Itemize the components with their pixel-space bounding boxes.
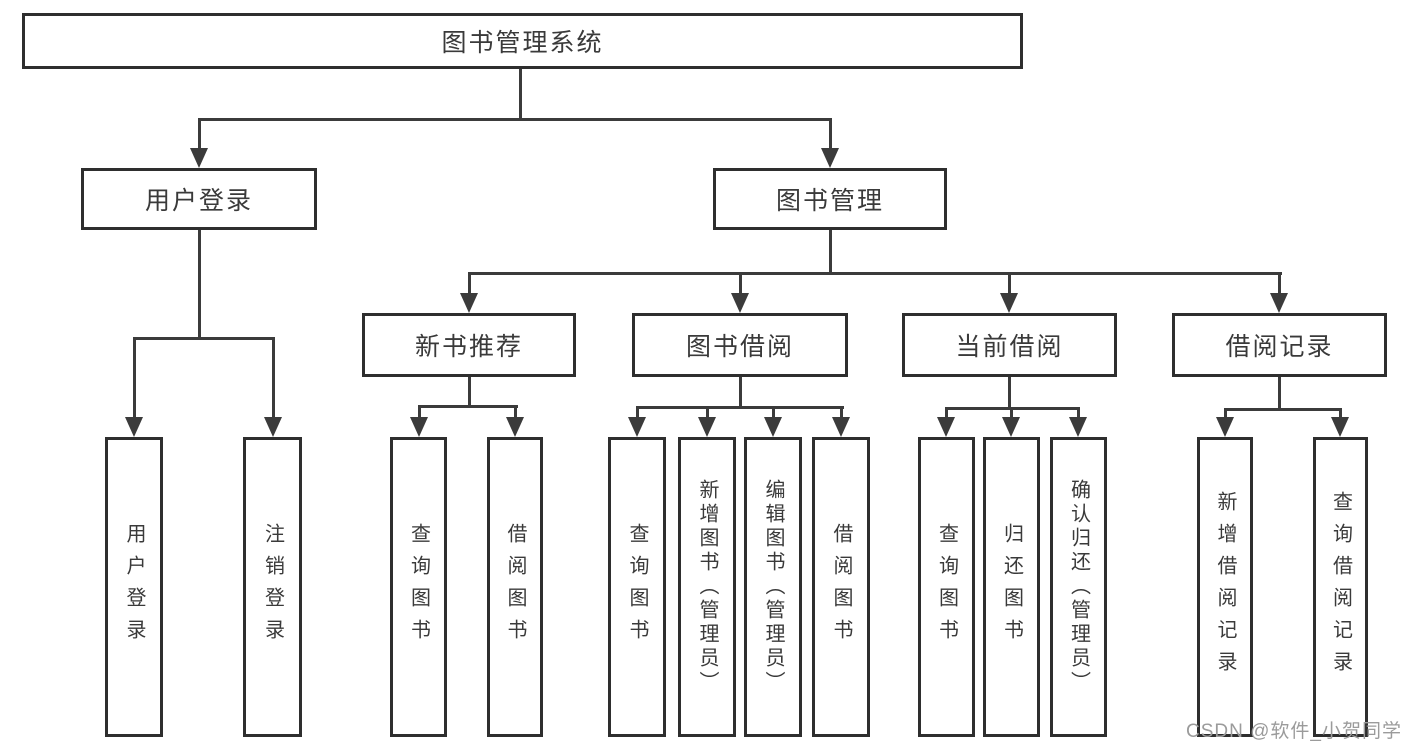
arrowhead-down bbox=[937, 417, 955, 437]
connector-segment bbox=[636, 406, 639, 419]
node-book-management: 图书管理 bbox=[713, 168, 947, 230]
connector-segment bbox=[829, 230, 832, 272]
connector-segment bbox=[1224, 408, 1342, 411]
leaf-query-books-borrowing: 查询图书 bbox=[608, 437, 666, 737]
arrowhead-down bbox=[506, 417, 524, 437]
leaf-query-books-current: 查询图书 bbox=[918, 437, 975, 737]
leaf-add-book-admin-label: 新增图书（管理员） bbox=[696, 479, 718, 695]
connector-segment bbox=[514, 405, 517, 419]
connector-segment bbox=[739, 377, 742, 406]
leaf-user-login: 用户登录 bbox=[105, 437, 163, 737]
connector-segment bbox=[772, 406, 775, 419]
connector-segment bbox=[1010, 407, 1013, 419]
connector-segment bbox=[1077, 407, 1080, 419]
node-user-login-label: 用户登录 bbox=[144, 187, 253, 215]
leaf-edit-book-admin-label: 编辑图书（管理员） bbox=[762, 479, 784, 695]
leaf-confirm-return-admin-label: 确认归还（管理员） bbox=[1067, 479, 1090, 695]
connector-segment bbox=[1339, 408, 1342, 419]
connector-segment bbox=[840, 406, 843, 419]
connector-segment bbox=[945, 407, 948, 419]
leaf-query-books-recommend: 查询图书 bbox=[390, 437, 447, 737]
arrowhead-down bbox=[264, 417, 282, 437]
arrowhead-down bbox=[1331, 417, 1349, 437]
leaf-query-borrow-record-label: 查询借阅记录 bbox=[1329, 491, 1352, 683]
connector-segment bbox=[1224, 408, 1227, 419]
connector-segment bbox=[418, 405, 518, 408]
arrowhead-down bbox=[628, 417, 646, 437]
connector-segment bbox=[519, 69, 522, 119]
leaf-query-books-borrowing-label: 查询图书 bbox=[626, 523, 648, 651]
connector-segment bbox=[706, 406, 709, 419]
leaf-edit-book-admin: 编辑图书（管理员） bbox=[744, 437, 802, 737]
leaf-return-book-label: 归还图书 bbox=[1000, 523, 1023, 651]
leaf-add-book-admin: 新增图书（管理员） bbox=[678, 437, 736, 737]
connector-segment bbox=[418, 405, 421, 419]
connector-segment bbox=[272, 337, 275, 419]
arrowhead-down bbox=[832, 417, 850, 437]
node-current-borrowing-label: 当前借阅 bbox=[955, 333, 1064, 361]
node-user-login: 用户登录 bbox=[81, 168, 317, 230]
leaf-borrow-books-borrowing-label: 借阅图书 bbox=[830, 523, 852, 651]
arrowhead-down bbox=[1002, 417, 1020, 437]
leaf-query-borrow-record: 查询借阅记录 bbox=[1313, 437, 1368, 737]
leaf-query-books-current-label: 查询图书 bbox=[935, 523, 958, 651]
node-new-book-recommend: 新书推荐 bbox=[362, 313, 576, 377]
connector-segment bbox=[468, 272, 1282, 275]
connector-segment bbox=[468, 377, 471, 405]
connector-segment bbox=[198, 230, 201, 337]
node-book-borrowing: 图书借阅 bbox=[632, 313, 848, 377]
arrowhead-down bbox=[1270, 293, 1288, 313]
arrowhead-down bbox=[410, 417, 428, 437]
connector-segment bbox=[468, 272, 471, 297]
connector-segment bbox=[133, 337, 136, 419]
connector-segment bbox=[1278, 272, 1281, 297]
node-library-management-system-label: 图书管理系统 bbox=[441, 29, 604, 57]
leaf-borrow-books-recommend: 借阅图书 bbox=[487, 437, 543, 737]
arrowhead-down bbox=[125, 417, 143, 437]
arrowhead-down bbox=[1000, 293, 1018, 313]
arrowhead-down bbox=[764, 417, 782, 437]
leaf-query-books-recommend-label: 查询图书 bbox=[407, 523, 430, 651]
leaf-logout-label: 注销登录 bbox=[261, 523, 284, 651]
arrowhead-down bbox=[460, 293, 478, 313]
leaf-return-book: 归还图书 bbox=[983, 437, 1040, 737]
node-borrowing-records: 借阅记录 bbox=[1172, 313, 1387, 377]
node-current-borrowing: 当前借阅 bbox=[902, 313, 1117, 377]
leaf-borrow-books-recommend-label: 借阅图书 bbox=[504, 523, 526, 651]
arrowhead-down bbox=[1216, 417, 1234, 437]
csdn-watermark: CSDN @软件_小贺同学 bbox=[1186, 721, 1402, 742]
connector-segment bbox=[739, 272, 742, 297]
leaf-logout: 注销登录 bbox=[243, 437, 302, 737]
leaf-add-borrow-record-label: 新增借阅记录 bbox=[1214, 491, 1236, 683]
node-book-borrowing-label: 图书借阅 bbox=[685, 333, 794, 361]
leaf-confirm-return-admin: 确认归还（管理员） bbox=[1050, 437, 1107, 737]
connector-segment bbox=[1278, 377, 1281, 408]
arrowhead-down bbox=[698, 417, 716, 437]
leaf-user-login-label: 用户登录 bbox=[123, 523, 145, 651]
node-borrowing-records-label: 借阅记录 bbox=[1225, 333, 1334, 361]
node-book-management-label: 图书管理 bbox=[775, 187, 884, 215]
leaf-borrow-books-borrowing: 借阅图书 bbox=[812, 437, 870, 737]
connector-segment bbox=[198, 118, 201, 154]
connector-segment bbox=[1008, 377, 1011, 407]
node-new-book-recommend-label: 新书推荐 bbox=[414, 333, 523, 361]
connector-segment bbox=[133, 337, 275, 340]
arrowhead-down bbox=[190, 148, 208, 168]
connector-segment bbox=[829, 118, 832, 154]
connector-segment bbox=[198, 118, 832, 121]
arrowhead-down bbox=[1069, 417, 1087, 437]
leaf-add-borrow-record: 新增借阅记录 bbox=[1197, 437, 1253, 737]
node-library-management-system: 图书管理系统 bbox=[22, 13, 1023, 69]
connector-segment bbox=[636, 406, 844, 409]
arrowhead-down bbox=[731, 293, 749, 313]
arrowhead-down bbox=[821, 148, 839, 168]
connector-segment bbox=[1008, 272, 1011, 297]
